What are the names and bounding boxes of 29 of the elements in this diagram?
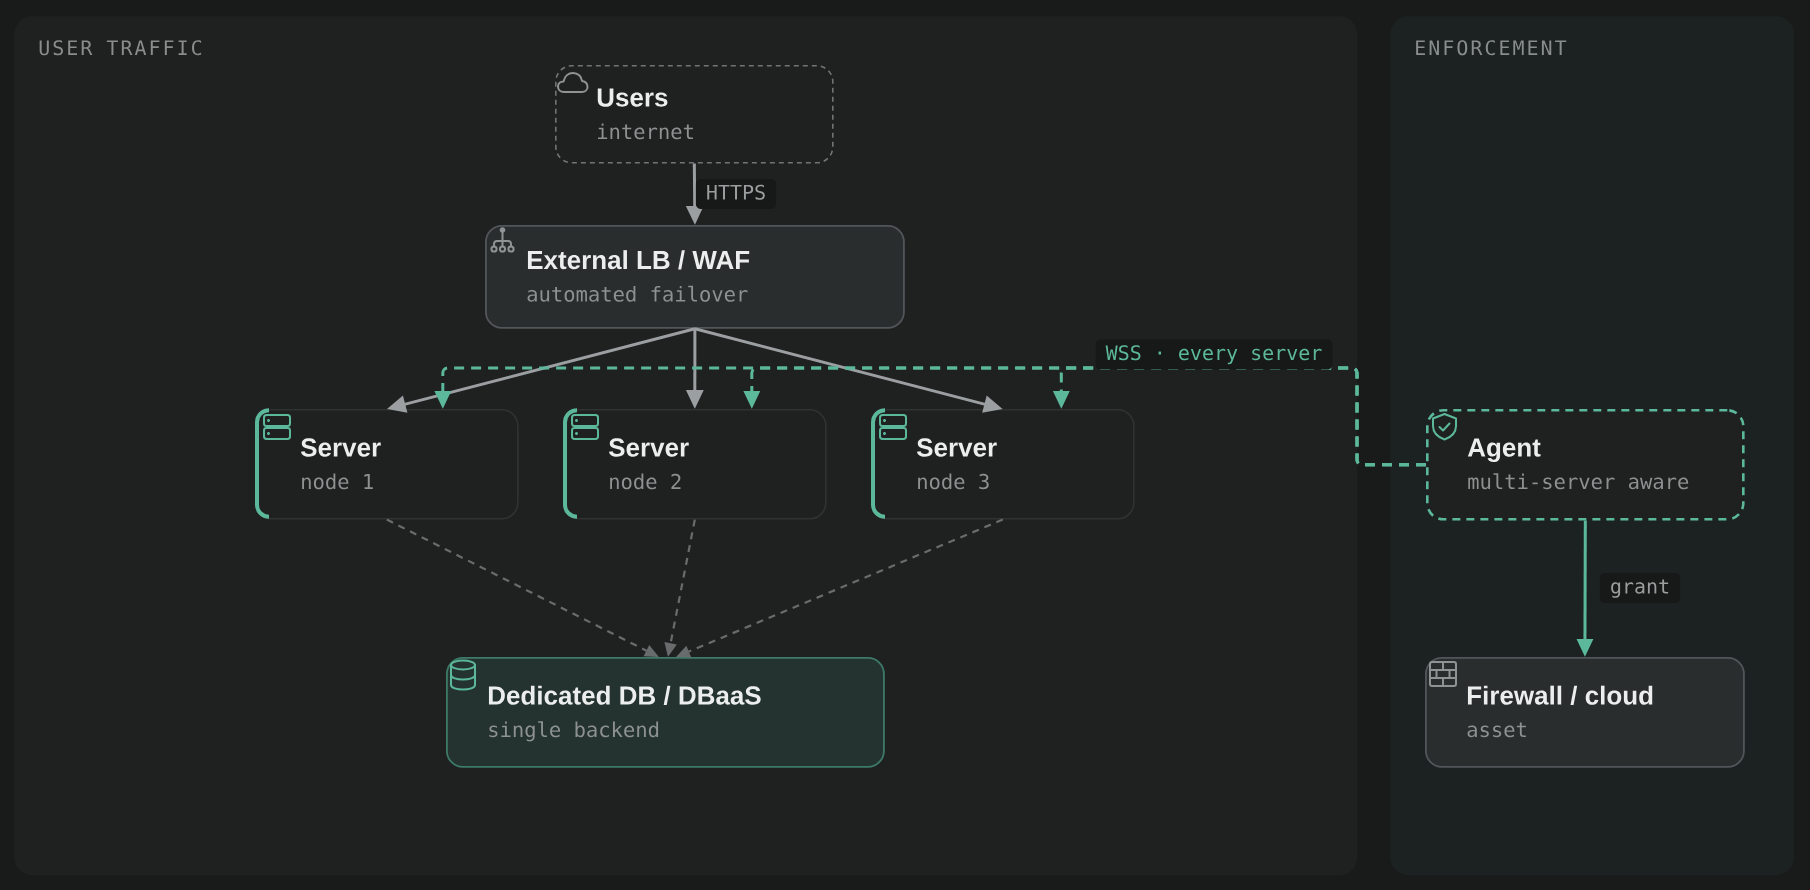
edge-label: grant [1599, 573, 1681, 603]
box-subtitle: node 3 [918, 473, 989, 490]
server-box [871, 408, 1135, 520]
edge-label: WSS · every server [1095, 339, 1333, 370]
edge-label: HTTPS [695, 179, 777, 209]
box-title: Dedicated DB / DBaaS [488, 685, 761, 705]
process-box [1425, 657, 1745, 768]
box-subtitle: node 2 [610, 473, 681, 490]
box-title: Server [916, 438, 997, 457]
box-subtitle: internet [598, 123, 693, 140]
box-title: Users [597, 88, 668, 107]
box-subtitle: multi-server aware [1468, 473, 1689, 490]
panel-heading: USER TRAFFIC [39, 40, 202, 56]
server-box [563, 408, 827, 520]
dashed-box [1426, 409, 1745, 521]
box-subtitle: automated failover [527, 285, 748, 302]
box-title: External LB / WAF [527, 250, 750, 270]
box-subtitle: single backend [489, 721, 659, 742]
process-box [485, 225, 905, 329]
box-title: Server [300, 438, 381, 457]
box-title: Firewall / cloud [1467, 685, 1653, 705]
server-box [255, 408, 519, 520]
box-subtitle: asset [1467, 722, 1526, 738]
database-box [446, 657, 885, 768]
box-title: Server [608, 438, 689, 457]
box-subtitle: node 1 [302, 473, 373, 490]
box-title: Agent [1467, 438, 1541, 462]
panel-heading: ENFORCEMENT [1416, 40, 1567, 56]
dashed-box [555, 65, 834, 164]
